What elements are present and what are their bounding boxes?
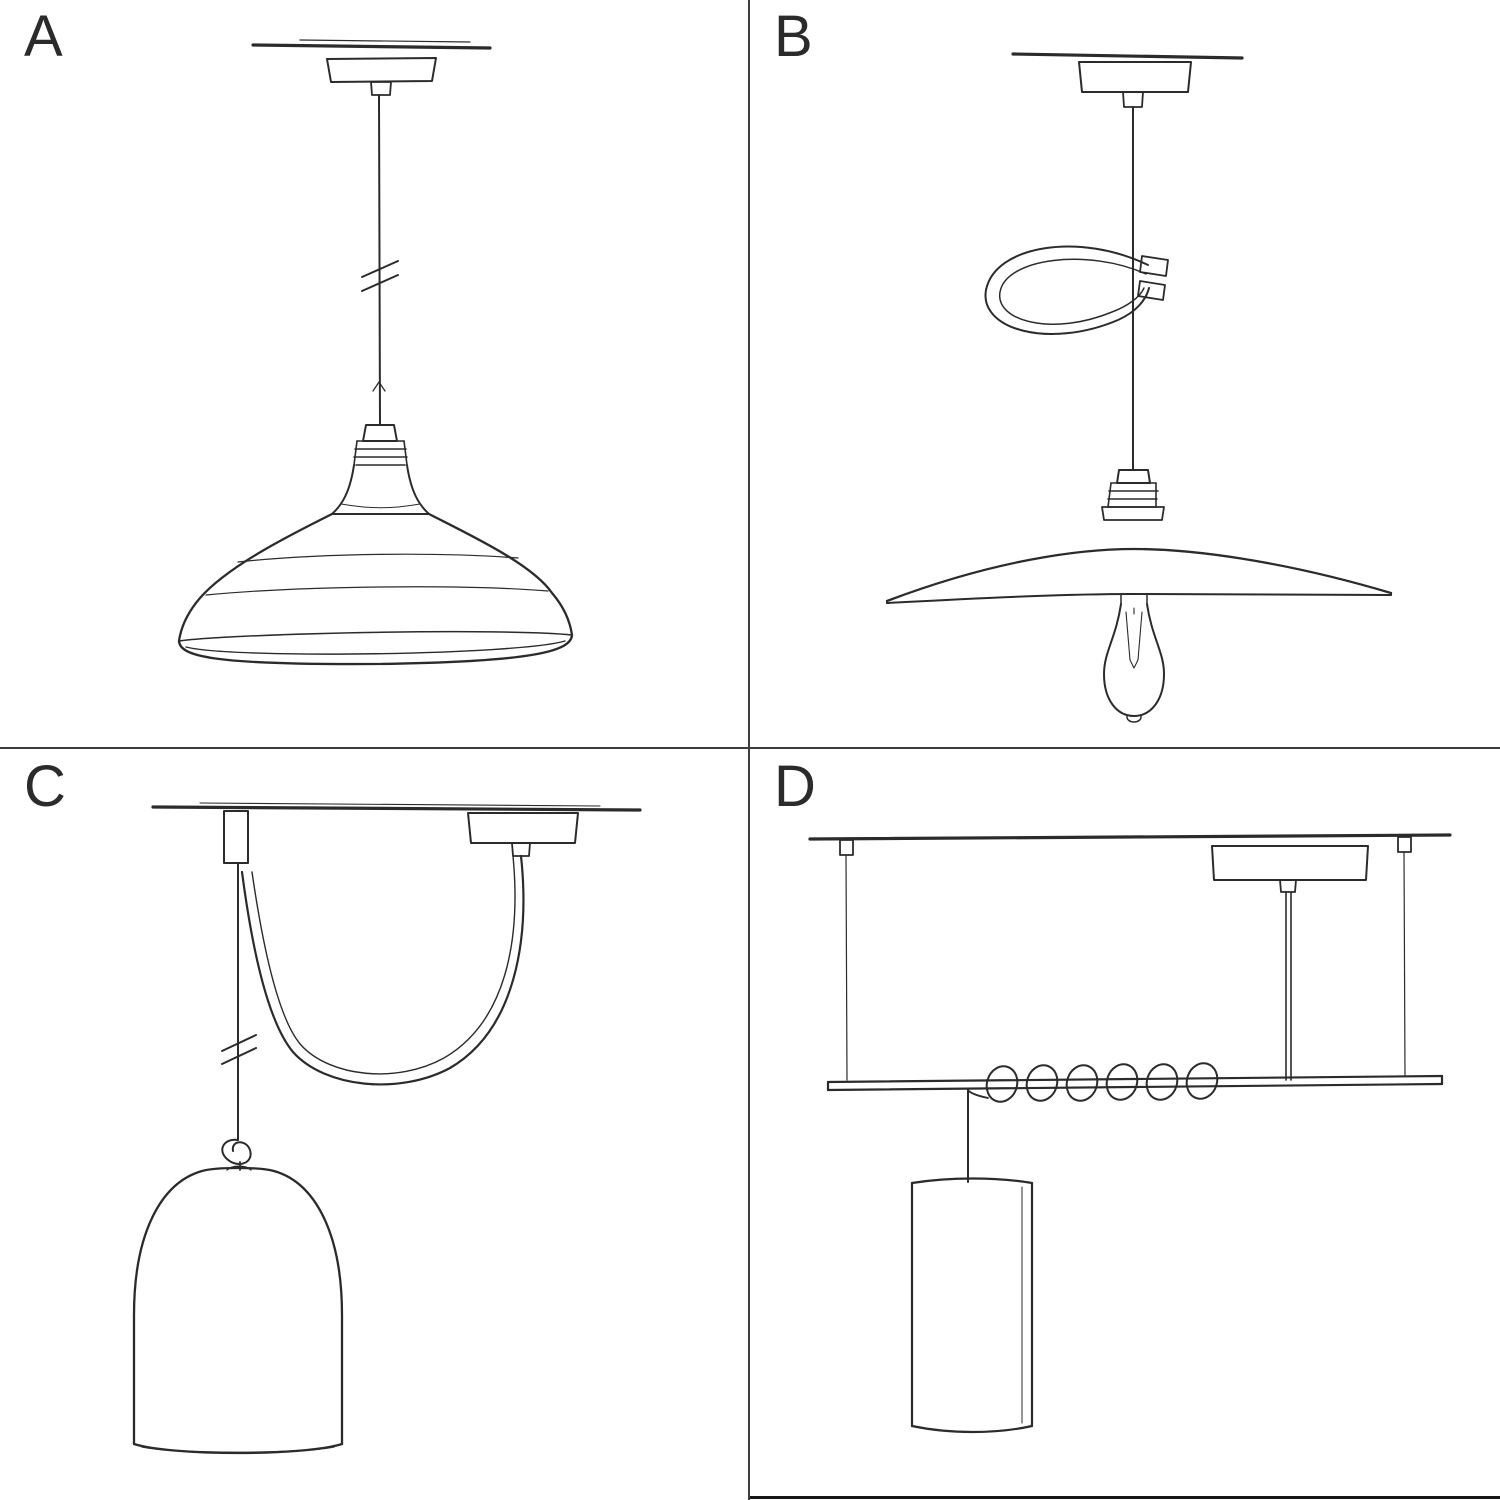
vertical-divider <box>748 0 750 1500</box>
panel-label-d: D <box>774 754 817 819</box>
panel-option-d: D <box>750 750 1500 1500</box>
bottom-edge-line <box>750 1496 1500 1499</box>
panel-option-b: B <box>750 0 1500 750</box>
horizontal-divider <box>0 747 1500 749</box>
panel-option-a: A <box>0 0 750 750</box>
swag-pendant-bell-shade-sketch-icon <box>132 802 642 1455</box>
panel-label-b: B <box>774 4 814 69</box>
pendant-flat-plate-shade-bulb-sketch-icon <box>885 52 1393 723</box>
panel-label-c: C <box>24 754 67 819</box>
bar-suspension-cylinder-shade-sketch-icon <box>808 833 1452 1434</box>
panel-option-c: C <box>0 750 750 1500</box>
pendant-coolie-shade-sketch-icon <box>177 39 574 666</box>
panel-label-a: A <box>24 4 64 69</box>
